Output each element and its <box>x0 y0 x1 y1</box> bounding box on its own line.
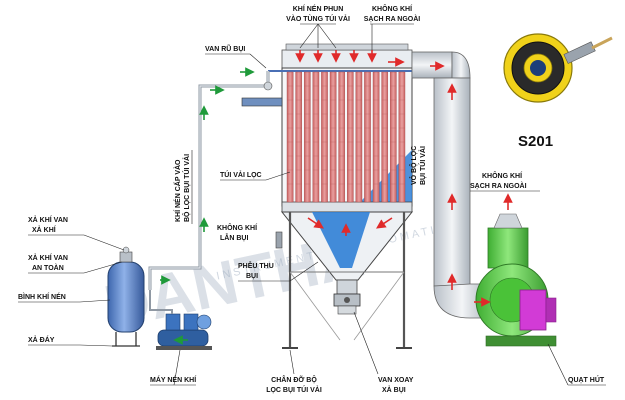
label-vo-bo-loc-2: BỤI TÚI VẢI <box>418 146 427 185</box>
labels: KHÍ NÉN PHUN VÀO TÙNG TÚI VẢI KHÔNG KHÍ … <box>18 4 606 394</box>
tube-sheet <box>281 201 413 213</box>
label-may-nen-khi: MÁY NÉN KHÍ <box>150 375 197 384</box>
label-chan-do-1: CHÂN ĐỠ BỘ <box>271 375 317 384</box>
label-quat-hut: QUẠT HÚT <box>568 375 605 384</box>
label-khong-khi-right-2: SẠCH RA NGOÀI <box>470 181 527 190</box>
compressed-air-line <box>148 71 283 290</box>
rotary-valve-shaft <box>344 297 350 303</box>
flow-arrows <box>160 50 513 345</box>
rotary-valve-neck <box>336 279 358 295</box>
filter-bag <box>381 71 389 203</box>
filter-bag <box>286 71 294 203</box>
filter-bag <box>304 71 311 203</box>
fan-base <box>485 335 557 347</box>
fan-stack <box>487 227 529 269</box>
air-tank <box>107 246 145 347</box>
filter-bag <box>398 71 406 203</box>
exhaust-fan <box>475 213 557 347</box>
pulse-valve <box>263 81 273 91</box>
flow-arrow <box>376 217 393 229</box>
label-pheu-thu-2: BỤI <box>246 273 258 280</box>
discharge-chute <box>337 305 357 315</box>
label-xa-khi-van-2: XẢ KHÍ <box>32 225 57 234</box>
label-khi-nen-phun-1: KHÍ NÉN PHUN <box>293 4 344 13</box>
label-khong-khi-right-1: KHÔNG KHÍ <box>482 171 523 180</box>
filter-bag <box>295 71 303 203</box>
label-tui-vai-loc: TÚI VẢI LỌC <box>220 170 262 179</box>
label-binh-khi-nen: BÌNH KHÍ NÉN <box>18 292 66 301</box>
label-khi-nen-cap-2: BỘ LỌC BỤI TÚI VẢI <box>182 154 191 222</box>
label-khong-khi-lan-2: LẪN BỤI <box>220 233 248 242</box>
filter-bag <box>329 71 337 203</box>
label-van-xoay-1: VAN XOAY <box>378 377 414 384</box>
label-chan-do-2: LỌC BỤI TÚI VẢI <box>266 385 322 394</box>
air-receiver <box>107 261 145 333</box>
label-sensor-model: S201 <box>518 133 553 150</box>
header-tank <box>241 97 283 107</box>
label-xa-khi-at-2: AN TOÀN <box>32 263 64 272</box>
filter-bag <box>347 71 354 203</box>
label-khong-khi-lan-1: KHÔNG KHÍ <box>217 223 258 232</box>
support-structure <box>282 212 412 349</box>
label-vo-bo-loc-1: VỎ BỘ LỌC <box>409 146 418 185</box>
sensor-s201 <box>503 33 613 103</box>
hopper <box>280 211 414 315</box>
label-xa-day: XẢ ĐÁY <box>28 335 55 344</box>
label-xa-khi-at-1: XẢ KHÍ VAN <box>28 253 68 262</box>
flow-arrow <box>307 217 324 229</box>
safety-valve <box>122 246 130 254</box>
label-khong-khi-top-1: KHÔNG KHÍ <box>372 4 413 13</box>
filter-bag <box>338 71 346 203</box>
filter-bag <box>355 71 363 203</box>
label-xa-khi-van-1: XẢ KHÍ VAN <box>28 215 68 224</box>
filter-bag <box>372 71 380 203</box>
filter-bag <box>312 71 320 203</box>
label-khong-khi-top-2: SẠCH RA NGOÀI <box>364 14 421 23</box>
dirty-air-inlet <box>275 231 283 249</box>
air-compressor <box>149 290 212 350</box>
fan-motor <box>519 289 547 331</box>
filter-bags <box>286 71 406 203</box>
top-plenum <box>281 49 413 69</box>
filter-bag <box>364 71 371 203</box>
label-van-xoay-2: XẢ BỤI <box>382 385 406 394</box>
clean-air-duct <box>411 51 491 319</box>
label-van-ru-bui: VAN RŨ BỤI <box>205 44 245 53</box>
label-pheu-thu-1: PHỄU THU <box>238 261 274 270</box>
label-khi-nen-cap-1: KHÍ NÉN CẤP VÀO <box>172 159 182 222</box>
filter-bag <box>321 71 328 203</box>
top-cover <box>285 43 409 51</box>
label-khi-nen-phun-2: VÀO TÙNG TÚI VẢI <box>286 14 350 23</box>
filter-bag <box>390 71 397 203</box>
dust-cloud-hopper <box>312 212 370 268</box>
